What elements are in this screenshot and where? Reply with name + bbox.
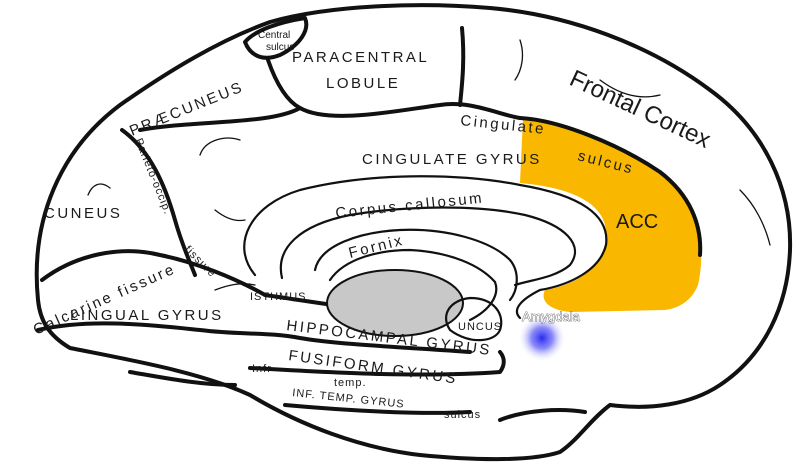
central-sulcus-line	[243, 16, 309, 60]
label-paracentral: PARACENTRAL	[292, 49, 429, 66]
label-isthmus: ISTHMUS	[250, 291, 307, 303]
brain-outline	[34, 3, 793, 462]
calcarine-fissure-line	[40, 249, 372, 312]
label-amygdala: Amygdala	[522, 309, 581, 324]
inf-temporal-sulcus	[128, 370, 472, 415]
corpus-callosum-outline	[243, 175, 608, 320]
label-fusiform-gyrus: FUSIFORM GYRUS	[287, 347, 459, 388]
label-corpus-callosum: Corpus callosum	[335, 189, 485, 222]
label-central-sulcus: Central	[258, 30, 290, 41]
paracentral-boundary	[266, 58, 522, 120]
label-parieto-occip: Parieto-occip.	[132, 137, 174, 217]
collateral-sulcus	[248, 350, 506, 377]
label-central-sulcus-2: sulcus	[266, 42, 294, 53]
bottom-sulcus	[498, 408, 587, 422]
fornix-inner	[328, 248, 498, 322]
acc-region	[520, 118, 702, 312]
corpus-callosum-inner	[279, 206, 577, 287]
label-cingulate-gyrus: CINGULATE GYRUS	[362, 151, 542, 168]
label-sulcus-bottom: sulcus	[444, 409, 481, 421]
label-cuneus: CUNEUS	[44, 205, 122, 222]
paracentral-upper	[458, 26, 466, 107]
label-lingual-gyrus: LINGUAL GYRUS	[70, 307, 224, 324]
minor-sulci	[87, 39, 771, 291]
fornix-outline	[313, 228, 518, 302]
parieto-occipital-fissure	[120, 128, 197, 277]
label-lobule: LOBULE	[326, 75, 400, 92]
label-temp: temp.	[334, 377, 367, 389]
uncus-outline	[445, 296, 503, 342]
label-acc: ACC	[616, 211, 658, 233]
label-uncus: UNCUS	[458, 321, 502, 333]
label-infr: Infr	[252, 363, 272, 375]
cingulate-sulcus-line	[138, 106, 703, 257]
lingual-lower-line	[36, 321, 472, 354]
amygdala-marker	[518, 314, 566, 362]
thalamus	[326, 269, 464, 337]
label-cingulate-sulcus: Cingulate	[460, 112, 547, 138]
